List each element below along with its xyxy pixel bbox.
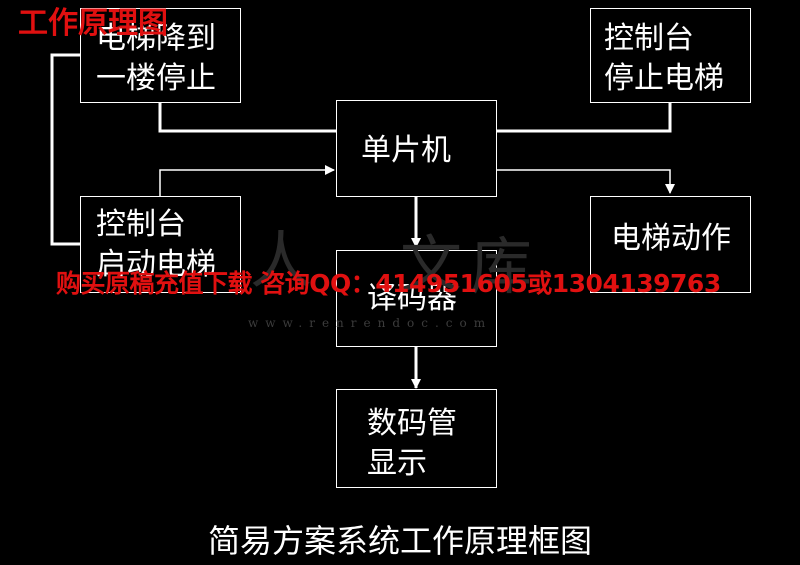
wire-left-loop (50, 53, 80, 246)
node-console-start: 控制台 启动电梯 (80, 196, 241, 293)
watermark-url: www.renrendoc.com (248, 316, 493, 330)
node-display-label: 数码管 显示 (367, 406, 457, 481)
watermark-text: 购买原稿充值下载 咨询QQ：414951605或1304139763 (56, 269, 721, 298)
node-elevator-action: 电梯动作 (590, 196, 751, 293)
diagram-caption: 简易方案系统工作原理框图 (207, 522, 592, 560)
node-console-stop-label: 控制台 停止电梯 (604, 21, 724, 96)
watermark-logo-char-1: 人 (250, 224, 313, 297)
node-mcu: 单片机 (336, 100, 497, 197)
corner-title: 工作原理图 (18, 6, 168, 41)
node-console-stop: 控制台 停止电梯 (590, 8, 751, 103)
node-decoder: 译码器 (336, 250, 497, 347)
arrow-consolestart-to-mcu (159, 165, 335, 197)
node-elevator-action-label: 电梯动作 (611, 221, 731, 256)
watermark-logo-char-3: 库 (470, 230, 533, 303)
node-decoder-label: 译码器 (367, 281, 457, 316)
node-floor-stop-label: 电梯降到 一楼停止 (96, 21, 216, 96)
node-display: 数码管 显示 (336, 389, 497, 488)
arrow-mcu-to-elevator (496, 169, 675, 194)
watermark-logo-char-2: 文 (400, 228, 463, 301)
node-floor-stop: 电梯降到 一楼停止 (80, 8, 241, 103)
wire-floorstop-to-mcu (158, 102, 337, 133)
wire-consolestop-to-mcu (496, 102, 672, 133)
node-console-start-label: 控制台 启动电梯 (96, 207, 216, 282)
node-mcu-label: 单片机 (361, 133, 451, 168)
